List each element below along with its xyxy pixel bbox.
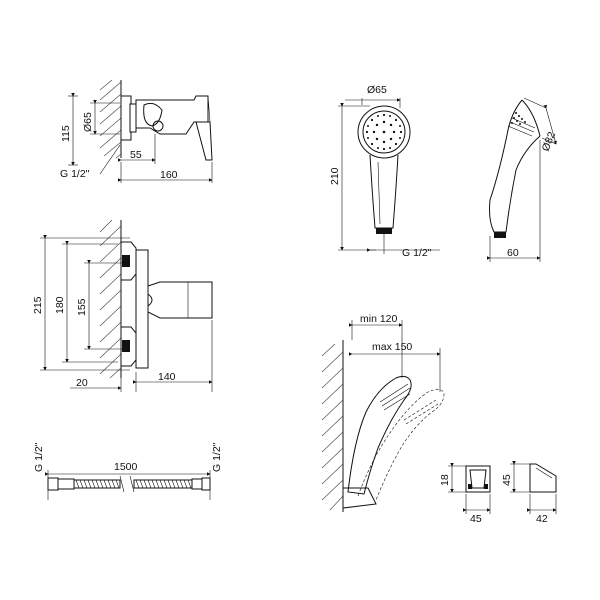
dim-155: 155 xyxy=(76,298,88,316)
dim-42: 42 xyxy=(536,513,548,525)
handset-front-view: Ø65 210 G 1/2" xyxy=(329,84,440,259)
hose-thread-right: G 1/2" xyxy=(211,442,223,472)
dim-140: 140 xyxy=(158,371,176,383)
side-nozzles xyxy=(511,112,526,125)
dim-dia-65: Ø65 xyxy=(82,112,94,132)
dim-160: 160 xyxy=(160,169,178,181)
dim-18: 18 xyxy=(439,474,451,486)
dim-20: 20 xyxy=(76,377,88,389)
dim-55: 55 xyxy=(130,149,142,161)
thread-label-top: G 1/2" xyxy=(60,168,90,180)
dim-45-side: 45 xyxy=(501,474,513,486)
hose-thread-left: G 1/2" xyxy=(33,442,45,472)
handset-thread-label: G 1/2" xyxy=(402,247,432,259)
bracket-front-view: 18 45 xyxy=(439,463,491,525)
mixer-front-view: 215 180 155 20 140 xyxy=(32,219,213,392)
dim-115: 115 xyxy=(60,125,72,142)
wall-hatch xyxy=(99,79,122,159)
dim-1500: 1500 xyxy=(114,461,138,473)
dim-210: 210 xyxy=(329,167,341,185)
dim-dia-65-handset: Ø65 xyxy=(367,84,387,96)
wall-hatch-holder xyxy=(321,340,344,512)
dim-60: 60 xyxy=(507,247,519,259)
dim-45-width: 45 xyxy=(470,513,482,525)
mixer-side-view: 115 Ø65 55 G 1/2" 160 xyxy=(60,79,213,183)
handset-side-view: Ø82 60 xyxy=(487,97,558,262)
bracket-side-view: 45 42 xyxy=(501,461,557,525)
handset-in-holder-view: min 120 max 150 xyxy=(321,313,445,512)
dim-min-120: min 120 xyxy=(360,313,398,325)
spray-nozzles xyxy=(365,113,403,151)
dim-215: 215 xyxy=(32,296,44,314)
hose-view: 1500 G 1/2" G 1/2" xyxy=(33,442,223,500)
dim-max-150: max 150 xyxy=(372,341,412,353)
dim-180: 180 xyxy=(54,296,66,314)
